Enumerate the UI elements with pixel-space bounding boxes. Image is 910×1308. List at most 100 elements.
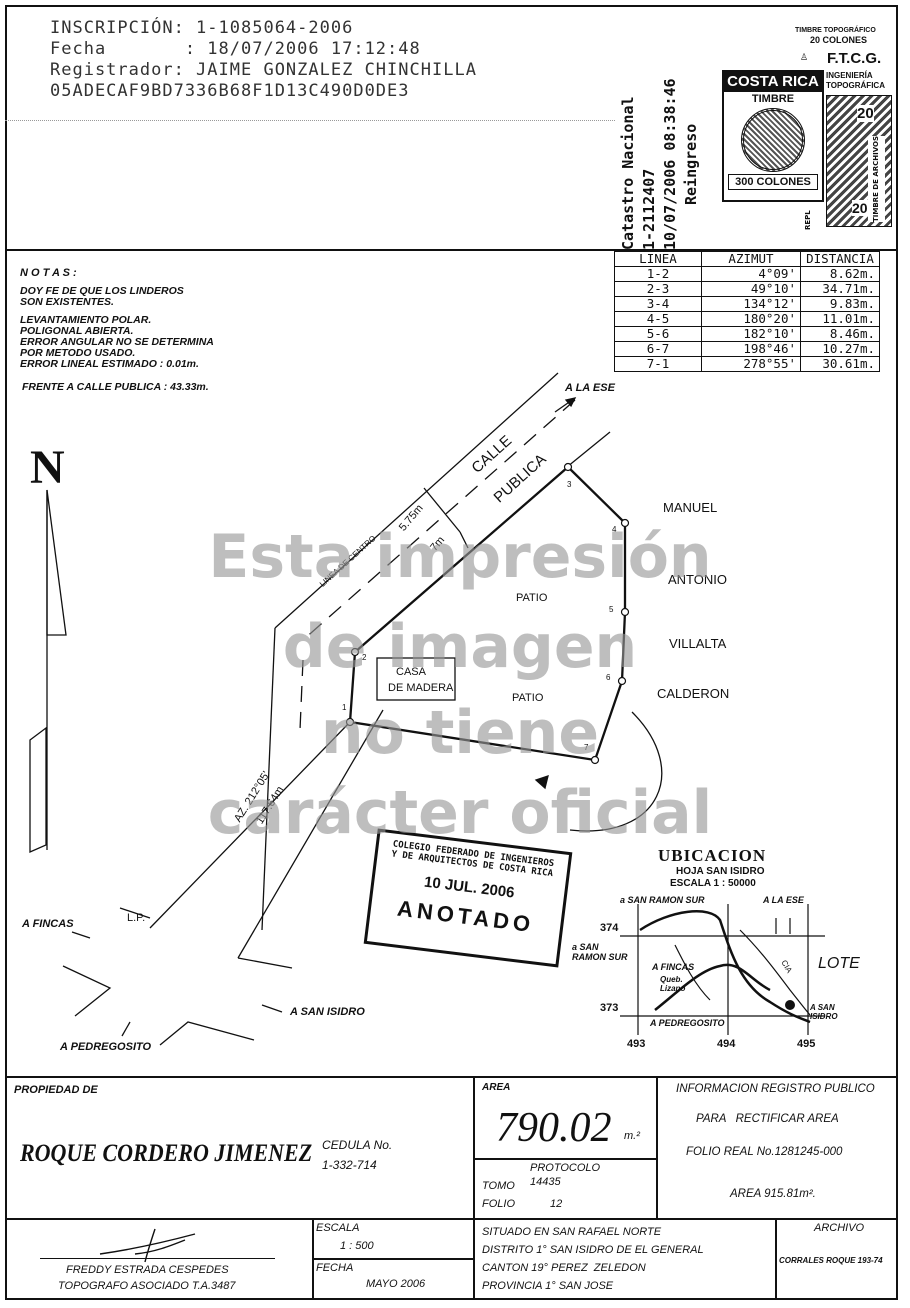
a-fincas-label: A FINCAS	[22, 918, 74, 930]
costa-rica-timbre: COSTA RICA TIMBRE 300 COLONES	[722, 70, 824, 202]
watermark-line-2: de imagen	[282, 612, 638, 682]
lp-leader	[119, 907, 151, 919]
grid-label-374: 374	[600, 922, 619, 934]
vertex-1	[345, 717, 355, 727]
propiedad-label: PROPIEDAD DE	[14, 1084, 98, 1096]
map-san-ramon-sur-2: a SAN RAMON SUR	[572, 942, 628, 962]
vertex-1-label: 1	[342, 703, 347, 712]
north-arrow-tail-icon	[29, 726, 47, 853]
escala-label: ESCALA	[316, 1222, 360, 1234]
cedula-value: 1-332-714	[322, 1158, 377, 1172]
timbre-topografico-label: TIMBRE TOPOGRÁFICO	[795, 27, 876, 34]
secondary-road	[654, 963, 771, 1011]
ubicacion-hoja: HOJA SAN ISIDRO	[676, 866, 765, 877]
ubicacion-map	[620, 904, 825, 1035]
situado-line-1: SITUADO EN SAN RAFAEL NORTE	[482, 1226, 662, 1238]
notes-title: N O T A S :	[20, 267, 77, 279]
a-san-isidro-label: A SAN ISIDRO	[290, 1006, 365, 1018]
situado-line-3: CANTON 19° PEREZ ZELEDON	[482, 1262, 646, 1274]
area-unit: m.²	[624, 1130, 640, 1142]
map-queb-lizano: Queb. Lizano	[660, 975, 686, 993]
isidro-arrow	[261, 1004, 283, 1013]
costa-rica-label: COSTA RICA	[724, 72, 822, 92]
timbre-number-bottom: 20	[852, 200, 868, 216]
area-divider	[473, 1158, 656, 1160]
area-value: 790.02	[496, 1105, 612, 1151]
signature-line	[40, 1258, 275, 1259]
vertex-3-label: 3	[567, 480, 572, 489]
fincas-arrow	[71, 931, 91, 939]
titleblock-vdiv-1	[473, 1076, 475, 1300]
escala-value: 1 : 500	[340, 1240, 374, 1252]
tomo-value: 14435	[530, 1176, 561, 1188]
patio-label-2: PATIO	[512, 692, 544, 704]
centerline-dashed-2	[299, 659, 304, 731]
north-label: N	[30, 441, 65, 494]
watermark-line-1: Esta impresión	[208, 522, 712, 592]
road-edge-south	[159, 1021, 255, 1046]
map-pedregosito: A PEDREGOSITO	[650, 1018, 725, 1028]
escala-divider	[312, 1258, 473, 1260]
ftcg-label: F.T.C.G.	[827, 50, 882, 67]
info-folio-real: FOLIO REAL No.1281245-000	[686, 1146, 843, 1158]
cell-distancia: 34.71m.	[800, 281, 880, 297]
note-2a: LEVANTAMIENTO POLAR.	[20, 314, 152, 326]
titleblock-vdiv-2	[656, 1076, 658, 1218]
ubicacion-escala: ESCALA 1 : 50000	[670, 878, 756, 889]
situado-line-2: DISTRITO 1° SAN ISIDRO DE EL GENERAL	[482, 1244, 704, 1256]
vertex-7-label: 7	[584, 743, 589, 752]
lot-boundary	[348, 465, 627, 762]
curve-arrow	[569, 711, 663, 832]
note-2d: POR METODO USADO.	[20, 347, 136, 359]
timbre-number-top: 20	[857, 105, 874, 122]
info-area: AREA 915.81m².	[730, 1188, 816, 1200]
topografo-signature	[99, 1228, 196, 1263]
vertex-3	[563, 462, 573, 472]
curve-arrow-head-icon	[534, 775, 549, 790]
document-frame	[5, 5, 898, 1300]
inscripcion-line: INSCRIPCIÓN: 1-1085064-2006	[50, 18, 354, 38]
tomo-label: TOMO	[482, 1180, 515, 1192]
cell-distancia: 9.83m.	[800, 296, 880, 312]
cell-linea: 1-2	[614, 266, 702, 282]
note-2e: ERROR LINEAL ESTIMADO : 0.01m.	[20, 358, 199, 370]
vertex-5-label: 5	[609, 605, 614, 614]
neighbor-calderon: CALDERON	[657, 686, 730, 701]
neighbor-antonio: ANTONIO	[668, 572, 727, 587]
watermark-line-4: carácter oficial	[207, 778, 713, 848]
casa-de-madera-outline	[376, 657, 456, 701]
vertex-7	[590, 755, 600, 765]
dimension-7	[459, 531, 469, 549]
grid-label-493: 493	[627, 1038, 646, 1050]
folio-value: 12	[550, 1198, 563, 1210]
access-road-line-2	[237, 709, 384, 959]
map-san-isidro: A SAN ISIDRO	[810, 1003, 838, 1021]
casa-label-1: CASA	[396, 666, 426, 678]
access-road-line	[149, 721, 351, 929]
road-edge-west	[62, 965, 112, 1017]
table-header-row: LINEA AZIMUT DISTANCIA	[614, 251, 880, 267]
vertex-4-label: 4	[612, 525, 617, 534]
vertex-4	[620, 518, 630, 528]
neighbor-manuel: MANUEL	[663, 500, 718, 515]
note-2c: ERROR ANGULAR NO SE DETERMINA	[20, 336, 214, 348]
vertex-5	[620, 607, 630, 617]
patio-label-1: PATIO	[516, 592, 548, 604]
fecha-line: Fecha : 18/07/2006 17:12:48	[50, 39, 421, 59]
titleblock-mid-divider	[5, 1218, 898, 1220]
titleblock-vdiv-4	[775, 1218, 777, 1300]
header-dotted-rule	[5, 120, 615, 121]
note-2b: POLIGONAL ABIERTA.	[20, 325, 134, 337]
fecha-label: FECHA	[316, 1262, 354, 1274]
registrador-line: Registrador: JAIME GONZALEZ CHINCHILLA	[50, 60, 477, 80]
cfia-anotado-stamp: COLEGIO FEDERADO DE INGENIEROS Y DE ARQU…	[363, 828, 573, 968]
vertex-2-label: 2	[362, 653, 367, 662]
ftcg-topografica: TOPOGRÁFICA	[826, 81, 885, 90]
watermark-line-3: no tiene	[320, 698, 600, 768]
cedula-label: CEDULA No.	[322, 1138, 393, 1152]
owner-name: ROQUE CORDERO JIMENEZ	[20, 1140, 313, 1167]
situado-line-4: PROVINCIA 1° SAN JOSE	[482, 1280, 614, 1292]
